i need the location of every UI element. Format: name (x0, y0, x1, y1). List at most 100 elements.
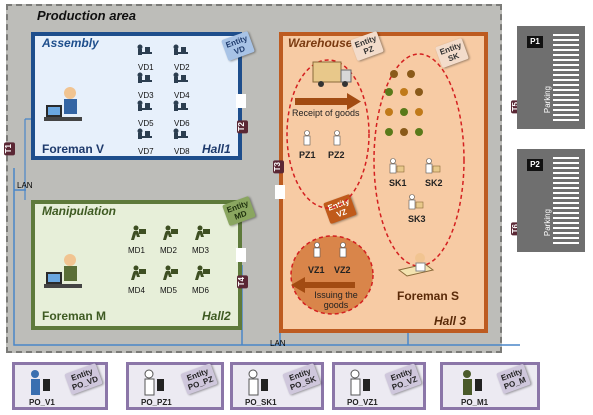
goods-pallets-icon (385, 70, 423, 136)
manipulation-workers: MD1 MD2 MD3 MD4 MD5 MD6 (128, 225, 218, 305)
worker-desk-icon (137, 128, 152, 139)
lifting-worker-icon (163, 225, 178, 240)
vz2-worker-icon (336, 242, 350, 263)
workstation-vd8: VD8 (170, 128, 190, 156)
door-hall1 (236, 94, 246, 108)
entity-po-vd-label: Entity PO_VD (64, 362, 103, 396)
lan-cable-main (13, 168, 520, 346)
lan-label-bottom: LAN (270, 339, 286, 348)
po-vz1-label: PO_VZ1 (347, 398, 378, 407)
pz1-worker-icon (300, 130, 314, 151)
door-hall3 (275, 185, 285, 199)
worker-md5: MD5 (160, 265, 180, 295)
receipt-arrow-body (295, 98, 347, 105)
worker-desk-icon (137, 100, 152, 111)
warehouse-title: Warehouse (288, 36, 353, 50)
issuing-arrow-head (291, 277, 305, 293)
foreman-m-label: Foreman M (42, 309, 107, 323)
worker-desk-icon (173, 72, 188, 83)
worker-tablet-icon (350, 369, 370, 396)
po-m1-card: Entity PO_M PO_M1 (440, 362, 540, 410)
lifting-worker-icon (131, 225, 146, 240)
parking-p1-label: Parking (543, 86, 552, 114)
parking-p1-id: P1 (527, 36, 543, 48)
worker-desk-icon (173, 44, 188, 55)
worker-md6: MD6 (192, 265, 212, 295)
issuing-arrow-body (305, 282, 355, 288)
po-pz1-label: PO_PZ1 (141, 398, 172, 407)
door-hall2 (236, 248, 246, 262)
assembly-workstations: VD1 VD2 VD3 VD4 VD5 VD6 VD7 VD8 (134, 44, 206, 158)
po-sk1-label: PO_SK1 (245, 398, 277, 407)
workstation-vd7: VD7 (134, 128, 154, 156)
po-m1-label: PO_M1 (461, 398, 489, 407)
worker-tablet-icon (31, 370, 50, 395)
po-sk1-card: Entity PO_SK PO_SK1 (230, 362, 324, 410)
worker-desk-icon (137, 44, 152, 55)
terminal-t4: T4 (237, 275, 248, 289)
worker-tablet-icon (144, 369, 164, 396)
worker-tablet-icon (248, 369, 268, 396)
worker-desk-icon (137, 72, 152, 83)
workstation-vd5: VD5 (134, 100, 154, 128)
sk2-label: SK2 (425, 178, 443, 188)
sk2-worker-icon (423, 158, 441, 181)
workstation-vd3: VD3 (134, 72, 154, 100)
parking-p1: P1 Parking (517, 26, 585, 129)
worker-md2: MD2 (160, 225, 180, 255)
pz2-worker-icon (330, 130, 344, 151)
parking-p2-label: Parking (543, 209, 552, 237)
worker-md3: MD3 (192, 225, 212, 255)
pz2-label: PZ2 (328, 150, 345, 160)
entity-po-sk-label: Entity PO_SK (282, 362, 321, 396)
vz1-worker-icon (310, 242, 324, 263)
terminal-t1: T1 (4, 142, 15, 156)
po-v1-card: Entity PO_VD PO_V1 (12, 362, 108, 410)
parking-p2-lines (553, 157, 579, 245)
parking-p2: P2 Parking (517, 149, 585, 252)
sk1-label: SK1 (389, 178, 407, 188)
entity-po-vz-label: Entity PO_VZ (384, 363, 423, 395)
workstation-vd1: VD1 (134, 44, 154, 72)
lifting-worker-icon (131, 265, 146, 280)
assembly-title: Assembly (42, 36, 99, 50)
sk3-worker-icon (406, 194, 424, 217)
foreman-m-workstation-icon (44, 252, 84, 294)
po-vz1-card: Entity PO_VZ PO_VZ1 (332, 362, 426, 410)
manipulation-room (31, 200, 242, 330)
production-area-title: Production area (37, 8, 136, 23)
sk1-worker-icon (387, 158, 405, 181)
workstation-vd4: VD4 (170, 72, 190, 100)
lifting-worker-icon (195, 225, 210, 240)
receipt-of-goods-label: Receipt of goods (292, 108, 360, 118)
foreman-v-label: Foreman V (42, 142, 105, 156)
vz2-label: VZ2 (334, 265, 351, 275)
po-pz1-card: Entity PO_PZ PO_PZ1 (126, 362, 224, 410)
manipulation-title: Manipulation (42, 204, 116, 218)
lan-label-left: LAN (17, 181, 33, 190)
issuing-goods-label: Issuing the goods (314, 290, 358, 310)
parking-p2-id: P2 (527, 159, 543, 171)
entity-po-pz-label: Entity PO_PZ (180, 363, 219, 395)
po-v1-label: PO_V1 (29, 398, 55, 407)
issuing-zone-outline (290, 235, 374, 315)
foreman-s-desk-icon (395, 252, 435, 287)
receipt-arrow-head (347, 93, 361, 110)
hall1-label: Hall1 (202, 142, 231, 156)
terminal-t3: T3 (273, 160, 284, 174)
truck-icon (312, 61, 352, 87)
hall2-label: Hall2 (202, 309, 231, 323)
worker-md1: MD1 (128, 225, 148, 255)
worker-desk-icon (173, 128, 188, 139)
worker-tablet-icon (463, 370, 482, 395)
warehouse-graphics (286, 53, 465, 315)
workstation-vd2: VD2 (170, 44, 190, 72)
foreman-s-label: Foreman S (397, 289, 460, 303)
parking-p1-lines (553, 34, 579, 122)
lifting-worker-icon (195, 265, 210, 280)
vz1-label: VZ1 (308, 265, 325, 275)
pz1-label: PZ1 (299, 150, 316, 160)
worker-desk-icon (173, 100, 188, 111)
foreman-v-workstation-icon (44, 85, 84, 127)
hall3-label: Hall 3 (434, 314, 467, 328)
